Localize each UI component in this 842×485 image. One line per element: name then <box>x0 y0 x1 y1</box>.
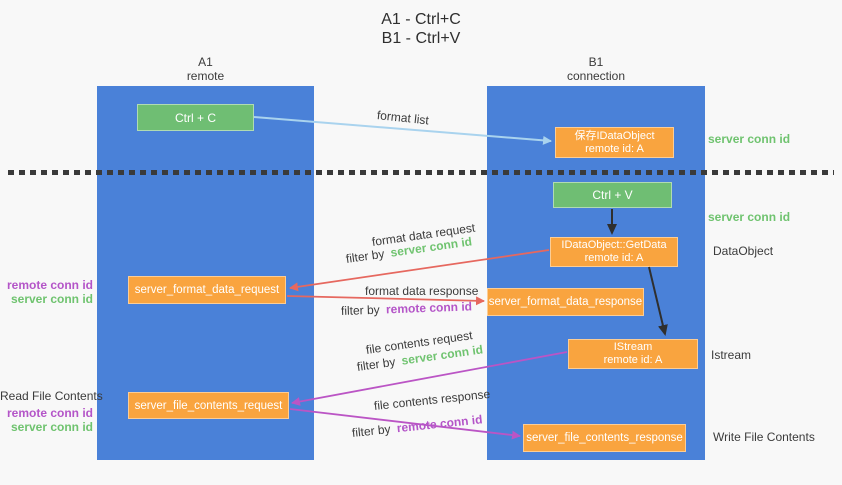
diagram-title: A1 - Ctrl+C B1 - Ctrl+V <box>0 10 842 48</box>
read-file-contents-annotation: Read File Contents <box>0 389 103 403</box>
ctrl-c-box: Ctrl + C <box>137 104 254 131</box>
server-file-contents-response-box: server_file_contents_response <box>523 424 686 452</box>
server-conn-id-text: server conn id <box>10 420 93 434</box>
column-b1-name: B1 <box>588 55 604 69</box>
server-file-contents-request-box: server_file_contents_request <box>128 392 289 419</box>
file-request-label: server_file_contents_request <box>134 399 283 412</box>
conn-id-annotation-format: remote conn id server conn id <box>0 278 93 306</box>
column-b1-header: B1 connection <box>487 55 705 83</box>
server-format-data-response-box: server_format_data_response <box>487 288 644 316</box>
remote-conn-id-text: remote conn id <box>6 278 93 292</box>
idataobject-getdata-box: IDataObject::GetData remote id: A <box>550 237 678 267</box>
format-data-response-arrow <box>286 295 485 306</box>
column-a1-name: A1 <box>198 55 213 69</box>
getdata-line2: remote id: A <box>584 252 644 264</box>
file-contents-request-arrow <box>291 351 568 406</box>
conn-id-annotation-file: remote conn id server conn id <box>0 406 93 434</box>
column-a1-subtitle: remote <box>186 69 225 83</box>
getdata-line1: IDataObject::GetData <box>561 239 667 251</box>
column-a1-header: A1 remote <box>97 55 314 83</box>
column-b1-subtitle: connection <box>566 69 626 83</box>
title-line-2: B1 - Ctrl+V <box>381 30 461 47</box>
istream-annotation: Istream <box>711 348 752 362</box>
istream-line1: IStream <box>613 341 653 353</box>
format-data-request-arrow <box>289 249 550 292</box>
save-idataobject-box: 保存IDataObject remote id: A <box>555 127 674 158</box>
server-format-data-request-box: server_format_data_request <box>128 276 286 304</box>
getdata-to-istream-arrow <box>648 266 668 336</box>
title-line-1: A1 - Ctrl+C <box>381 11 461 28</box>
ctrl-v-box: Ctrl + V <box>553 182 672 208</box>
filter-by-text: filter by <box>340 302 380 318</box>
write-file-contents-annotation: Write File Contents <box>713 430 815 444</box>
dataobject-annotation: DataObject <box>713 244 774 258</box>
server-conn-id-annotation-paste: server conn id <box>708 210 791 224</box>
server-conn-id-annotation-save: server conn id <box>708 132 791 146</box>
istream-box: IStream remote id: A <box>568 339 698 369</box>
istream-line2: remote id: A <box>603 354 663 366</box>
file-response-label: server_file_contents_response <box>526 432 683 444</box>
remote-conn-id-text: remote conn id <box>385 299 473 317</box>
ctrl-c-label: Ctrl + C <box>174 110 216 125</box>
save-idataobject-line2: remote id: A <box>585 142 644 155</box>
save-idataobject-line1: 保存IDataObject <box>574 129 655 142</box>
format-request-label: server_format_data_request <box>134 284 280 296</box>
server-conn-id-text: server conn id <box>10 292 93 306</box>
clipboard-boundary-dotted-line <box>8 170 834 175</box>
remote-conn-id-text: remote conn id <box>6 406 93 420</box>
format-response-label: server_format_data_response <box>488 296 643 308</box>
format-list-arrow <box>253 116 552 145</box>
format-data-response-label: format data response <box>365 284 479 298</box>
ctrl-v-label: Ctrl + V <box>592 188 633 202</box>
file-contents-response-arrow <box>289 408 521 440</box>
